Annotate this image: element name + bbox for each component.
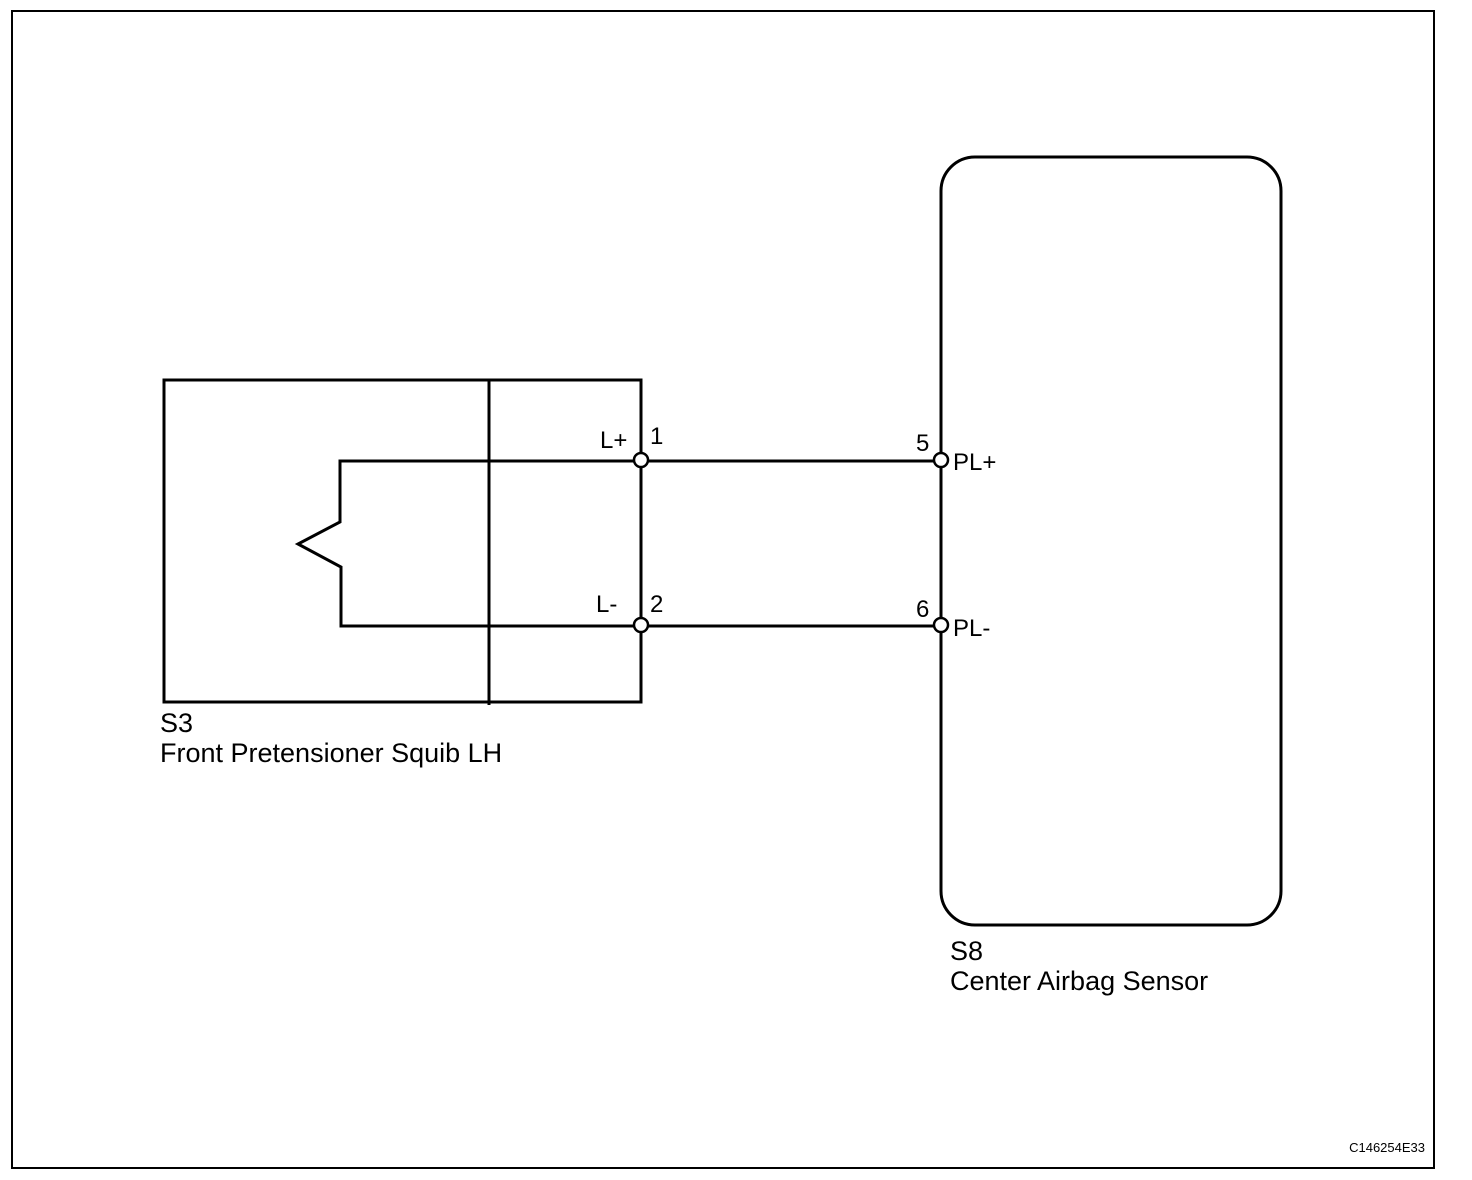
sensor-name: Center Airbag Sensor [950,966,1208,996]
squib-pin-number-2: 2 [650,591,663,618]
terminal-squib-1 [632,451,650,469]
terminal-squib-2 [632,616,650,634]
squib-code: S3 [160,708,193,738]
squib-pin-number-1: 1 [650,423,663,450]
squib-name: Front Pretensioner Squib LH [160,738,502,768]
terminal-sensor-6 [932,616,950,634]
sensor-box [939,155,1283,927]
squib-element [294,459,641,628]
squib-pin-label-minus: L- [596,591,617,618]
sensor-code: S8 [950,936,983,966]
figure-code: C146254E33 [1349,1140,1425,1155]
frame-border [11,10,1435,1169]
sensor-pin-label-minus: PL- [953,615,990,642]
squib-box [162,378,643,704]
sensor-pin-number-5: 5 [916,430,929,457]
sensor-pin-label-plus: PL+ [953,449,996,476]
squib-component [162,378,643,705]
squib-pin-label-plus: L+ [600,427,627,454]
terminal-sensor-5 [932,451,950,469]
sensor-pin-number-6: 6 [916,596,929,623]
